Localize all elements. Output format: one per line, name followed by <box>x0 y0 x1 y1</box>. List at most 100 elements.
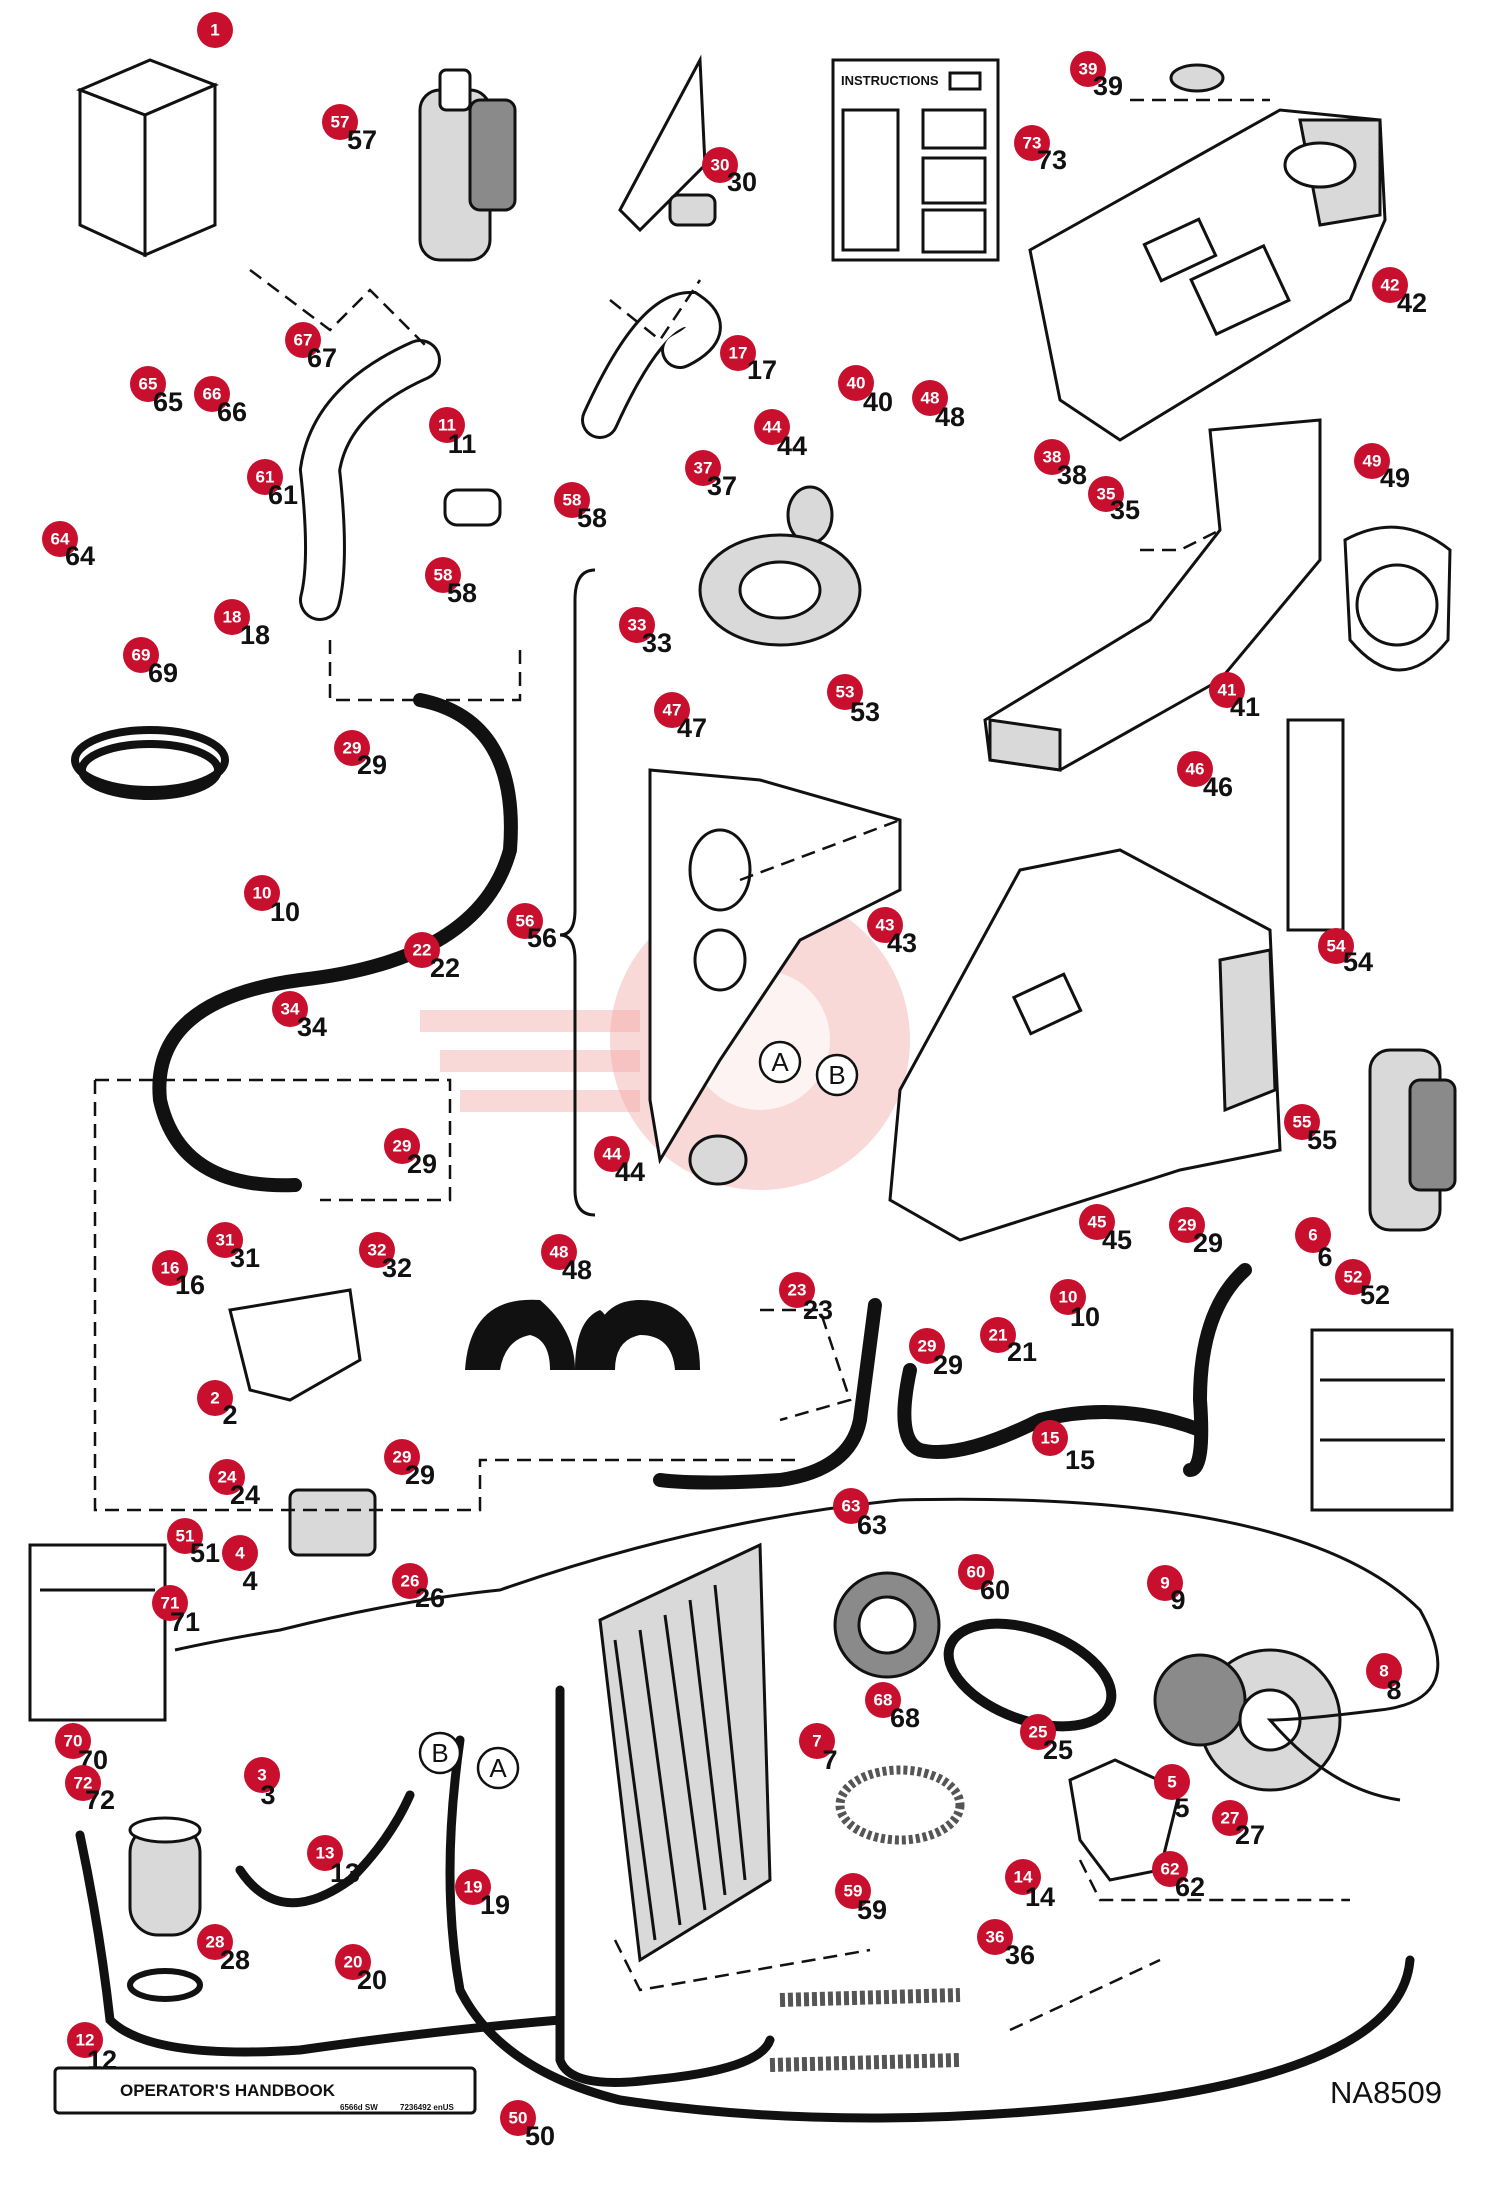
callout-badge-1: 1 <box>197 12 233 48</box>
callout-badge-number: 71 <box>161 1594 180 1613</box>
callout-badge-28: 28 <box>197 1924 233 1960</box>
callout-number-40: 40 <box>863 387 893 417</box>
callout-badge-56: 56 <box>507 903 543 939</box>
callout-number-6: 6 <box>1317 1242 1332 1272</box>
callout-number-53: 53 <box>850 697 880 727</box>
callout-badge-3: 3 <box>244 1757 280 1793</box>
callout-badge-number: 8 <box>1379 1662 1388 1681</box>
air-duct <box>983 418 1322 772</box>
callout-number-21: 21 <box>1007 1337 1037 1367</box>
callout-badge-27: 27 <box>1212 1800 1248 1836</box>
coiled-hose <box>71 726 229 800</box>
callout-badge-35: 35 <box>1088 476 1124 512</box>
callout-number-29: 29 <box>1193 1228 1223 1258</box>
callout-badge-45: 45 <box>1079 1204 1115 1240</box>
callout-badge-number: 64 <box>51 530 70 549</box>
callout-number-30: 30 <box>727 167 757 197</box>
callout-badge-41: 41 <box>1209 672 1245 708</box>
callout-number-63: 63 <box>857 1510 887 1540</box>
callout-badge-number: 49 <box>1363 452 1382 471</box>
decal-49 <box>1343 525 1452 672</box>
drive-belt <box>943 1618 1117 1732</box>
callout-badge-34: 34 <box>272 991 308 1027</box>
hose-13 <box>235 1790 415 1908</box>
callout-number-13: 13 <box>330 1858 360 1888</box>
insulation-68 <box>835 1765 965 1845</box>
callout-badge-57: 57 <box>322 104 358 140</box>
callout-badge-30: 30 <box>702 147 738 183</box>
callout-badge-number: 3 <box>257 1766 266 1785</box>
callout-number-38: 38 <box>1057 460 1087 490</box>
inline-valve <box>443 488 502 527</box>
callout-badge-23: 23 <box>779 1272 815 1308</box>
callout-number-41: 41 <box>1230 692 1260 722</box>
callout-badge-68: 68 <box>865 1682 901 1718</box>
callout-badge-number: 56 <box>516 912 535 931</box>
callout-badge-number: 30 <box>711 156 730 175</box>
callout-badge-52: 52 <box>1335 1259 1371 1295</box>
callout-badge-number: 12 <box>76 2031 95 2050</box>
callout-badge-number: 52 <box>1344 1268 1363 1287</box>
callout-badge-48: 48 <box>912 380 948 416</box>
callout-badge-number: 19 <box>464 1878 483 1897</box>
callout-badge-number: 67 <box>294 331 313 350</box>
callout-badge-53: 53 <box>827 674 863 710</box>
callout-number-25: 25 <box>1043 1735 1073 1765</box>
callout-badge-number: 72 <box>74 1774 93 1793</box>
callout-badge-number: 57 <box>331 113 350 132</box>
callout-badge-71: 71 <box>152 1585 188 1621</box>
callout-badge-number: 29 <box>393 1137 412 1156</box>
callout-badge-49: 49 <box>1354 443 1390 479</box>
expansion-valve <box>288 1488 377 1557</box>
callout-number-19: 19 <box>480 1890 510 1920</box>
callout-number-50: 50 <box>525 2121 555 2151</box>
callout-badge-number: 70 <box>64 1732 83 1751</box>
callout-number-16: 16 <box>175 1270 205 1300</box>
callout-badge-number: 34 <box>281 1000 300 1019</box>
hose-15-end <box>1183 1263 1252 1477</box>
callout-badge-number: 58 <box>434 566 453 585</box>
svg-text:B: B <box>431 1738 448 1768</box>
callout-badge-50: 50 <box>500 2100 536 2136</box>
callout-badge-10: 10 <box>244 875 280 911</box>
callout-number-9: 9 <box>1170 1585 1185 1615</box>
callout-badge-6: 6 <box>1295 1217 1331 1253</box>
callout-number-27: 27 <box>1235 1820 1265 1850</box>
callout-badge-number: 48 <box>921 389 940 408</box>
callout-badge-number: 5 <box>1167 1773 1176 1792</box>
callout-badge-number: 29 <box>918 1337 937 1356</box>
callout-badge-63: 63 <box>833 1488 869 1524</box>
handbook-title: OPERATOR'S HANDBOOK <box>120 2081 336 2100</box>
callout-badge-number: 45 <box>1088 1213 1107 1232</box>
callout-number-46: 46 <box>1203 772 1233 802</box>
svg-text:A: A <box>771 1047 789 1077</box>
callout-number-65: 65 <box>153 387 183 417</box>
callout-badge-40: 40 <box>838 365 874 401</box>
instructions-sheet: INSTRUCTIONS <box>831 58 1000 262</box>
callout-number-56: 56 <box>527 923 557 953</box>
callout-number-29: 29 <box>933 1350 963 1380</box>
callout-number-28: 28 <box>220 1945 250 1975</box>
callout-badge-10: 10 <box>1050 1279 1086 1315</box>
callout-number-48: 48 <box>562 1255 592 1285</box>
callout-badge-number: 29 <box>393 1448 412 1467</box>
insulation-36-b <box>769 2053 961 2072</box>
hose-21 <box>897 1363 1207 1459</box>
callout-badge-number: 22 <box>413 941 432 960</box>
callout-badge-number: 46 <box>1186 760 1205 779</box>
callout-badge-number: 15 <box>1041 1429 1060 1448</box>
hose-19 <box>555 1685 775 2087</box>
callout-badge-29: 29 <box>909 1328 945 1364</box>
callout-badge-26: 26 <box>392 1563 428 1599</box>
callout-number-35: 35 <box>1110 495 1140 525</box>
callout-number-59: 59 <box>857 1895 887 1925</box>
callout-badge-73: 73 <box>1014 125 1050 161</box>
callout-badge-number: 62 <box>1161 1860 1180 1879</box>
callout-badge-14: 14 <box>1005 1859 1041 1895</box>
assembly-brace <box>559 568 596 1217</box>
callout-number-49: 49 <box>1380 463 1410 493</box>
instructions-title: INSTRUCTIONS <box>841 73 939 88</box>
callout-number-68: 68 <box>890 1703 920 1733</box>
callout-badge-54: 54 <box>1318 928 1354 964</box>
callout-badge-24: 24 <box>209 1459 245 1495</box>
